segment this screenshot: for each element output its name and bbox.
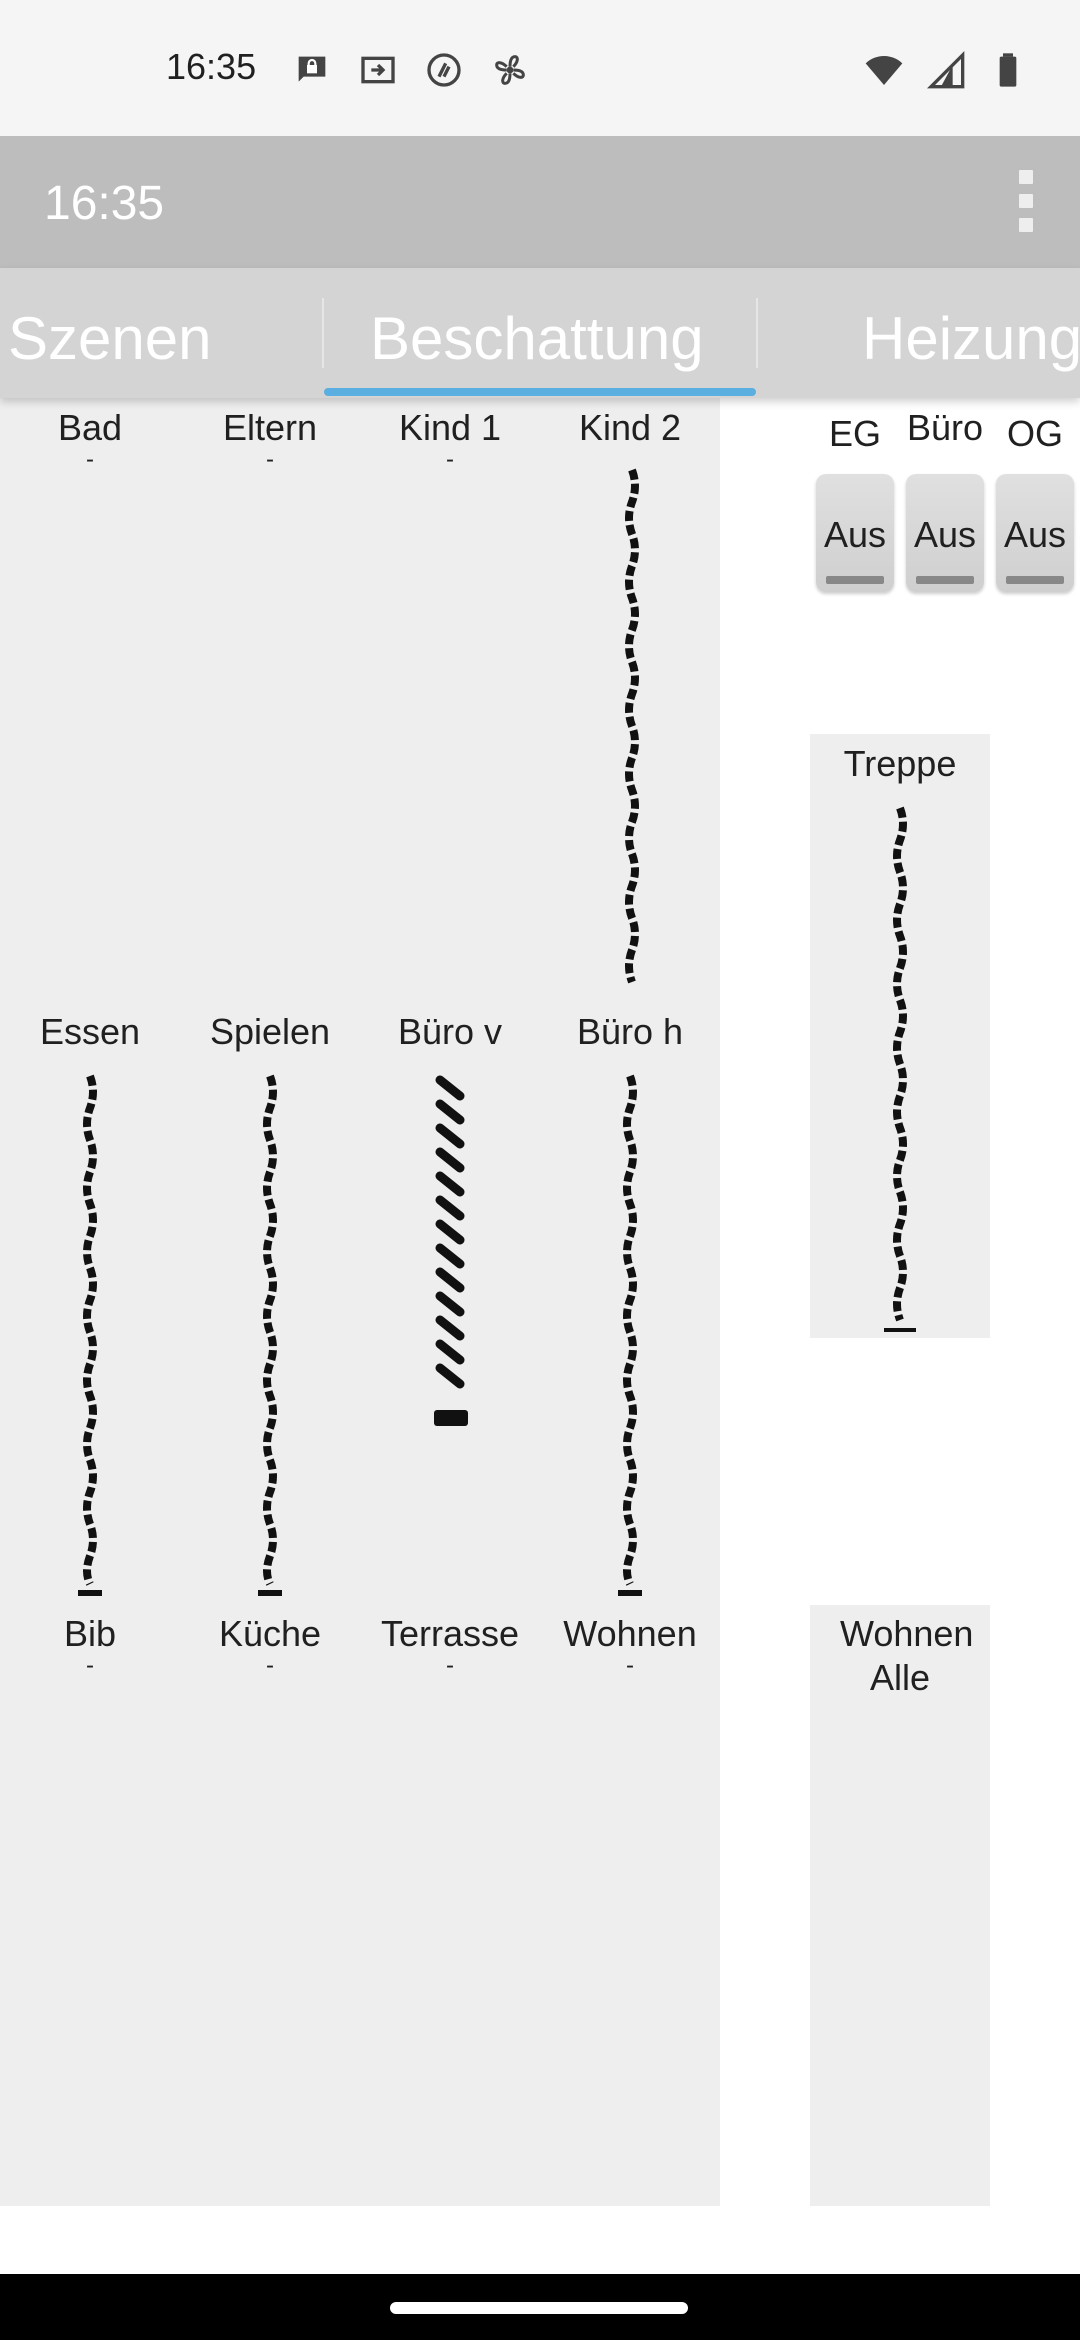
cast-icon [361, 56, 395, 84]
chat-lock-icon [298, 56, 326, 82]
blind-label-kind-2[interactable]: Kind 2 [578, 407, 682, 448]
blind-value-bib: - [86, 1652, 94, 1679]
heating-state-og: Aus [1003, 514, 1067, 555]
edge-icon [427, 53, 461, 87]
status-time: 16:35 [166, 46, 257, 87]
blind-label-essen[interactable]: Essen [39, 1011, 141, 1052]
blind-label-spielen[interactable]: Spielen [209, 1011, 331, 1052]
tab-szenen[interactable]: Szenen [8, 305, 212, 372]
blind-label-kind-1[interactable]: Kind 1 [398, 407, 502, 448]
blind-label-buero-v[interactable]: Büro v [397, 1011, 503, 1052]
blind-value-kueche: - [266, 1652, 274, 1679]
blind-label-eltern[interactable]: Eltern [222, 407, 318, 448]
blind-value-kind-1: - [446, 446, 454, 473]
signal-icon [926, 50, 965, 89]
home-gesture-handle[interactable] [390, 2302, 688, 2314]
tab-divider [756, 298, 758, 368]
state-indicator [916, 576, 974, 584]
blind-label-wohnen[interactable]: Wohnen [563, 1613, 697, 1654]
more-vert-icon[interactable] [1012, 170, 1040, 234]
fan-icon [495, 55, 525, 85]
group-label-wohnen-alle[interactable]: Wohnen Alle [840, 1613, 974, 1698]
blinds-panel [0, 398, 720, 2206]
tab-beschattung[interactable]: Beschattung [370, 305, 704, 372]
heating-button-og[interactable]: Aus [996, 474, 1074, 592]
wifi-icon [865, 56, 903, 85]
blind-label-terrasse[interactable]: Terrasse [380, 1613, 520, 1654]
blind-chain-spielen[interactable] [250, 1074, 290, 1604]
blind-label-bad[interactable]: Bad [57, 407, 123, 448]
state-indicator [826, 576, 884, 584]
blind-chain-buero-h[interactable] [610, 1074, 650, 1604]
blind-value-bad: - [86, 446, 94, 473]
tab-bar: Szenen Beschattung Heizung [0, 268, 1080, 398]
heating-button-eg[interactable]: Aus [816, 474, 894, 592]
heating-state-buero: Aus [913, 514, 977, 555]
tab-indicator [324, 388, 756, 396]
heating-label-buero: Büro [906, 407, 984, 448]
blind-label-kueche[interactable]: Küche [218, 1613, 322, 1654]
status-bar: 16:35 [0, 0, 1080, 136]
blind-value-wohnen: - [626, 1652, 634, 1679]
blind-label-bib[interactable]: Bib [63, 1613, 117, 1654]
heating-button-buero[interactable]: Aus [906, 474, 984, 592]
heating-label-og: OG [1006, 413, 1063, 454]
state-indicator [1006, 576, 1064, 584]
blind-chain-buero-v[interactable] [426, 1074, 476, 1434]
app-title: 16:35 [44, 177, 165, 230]
heating-state-eg: Aus [823, 514, 887, 555]
blind-value-terrasse: - [446, 1652, 454, 1679]
group-wohnen-alle-panel [810, 1605, 990, 2206]
blind-chain-kind-2[interactable] [612, 466, 652, 1006]
group-label-treppe[interactable]: Treppe [843, 743, 957, 784]
blind-chain-essen[interactable] [70, 1074, 110, 1604]
blind-label-buero-h[interactable]: Büro h [576, 1011, 684, 1052]
app-bar: 16:35 [0, 136, 1080, 268]
blind-chain-treppe[interactable] [880, 806, 920, 1336]
battery-icon [999, 53, 1017, 87]
blind-value-eltern: - [266, 446, 274, 473]
heating-label-eg: EG [828, 413, 881, 454]
tab-divider [322, 298, 324, 368]
tab-heizung[interactable]: Heizung [862, 305, 1080, 372]
